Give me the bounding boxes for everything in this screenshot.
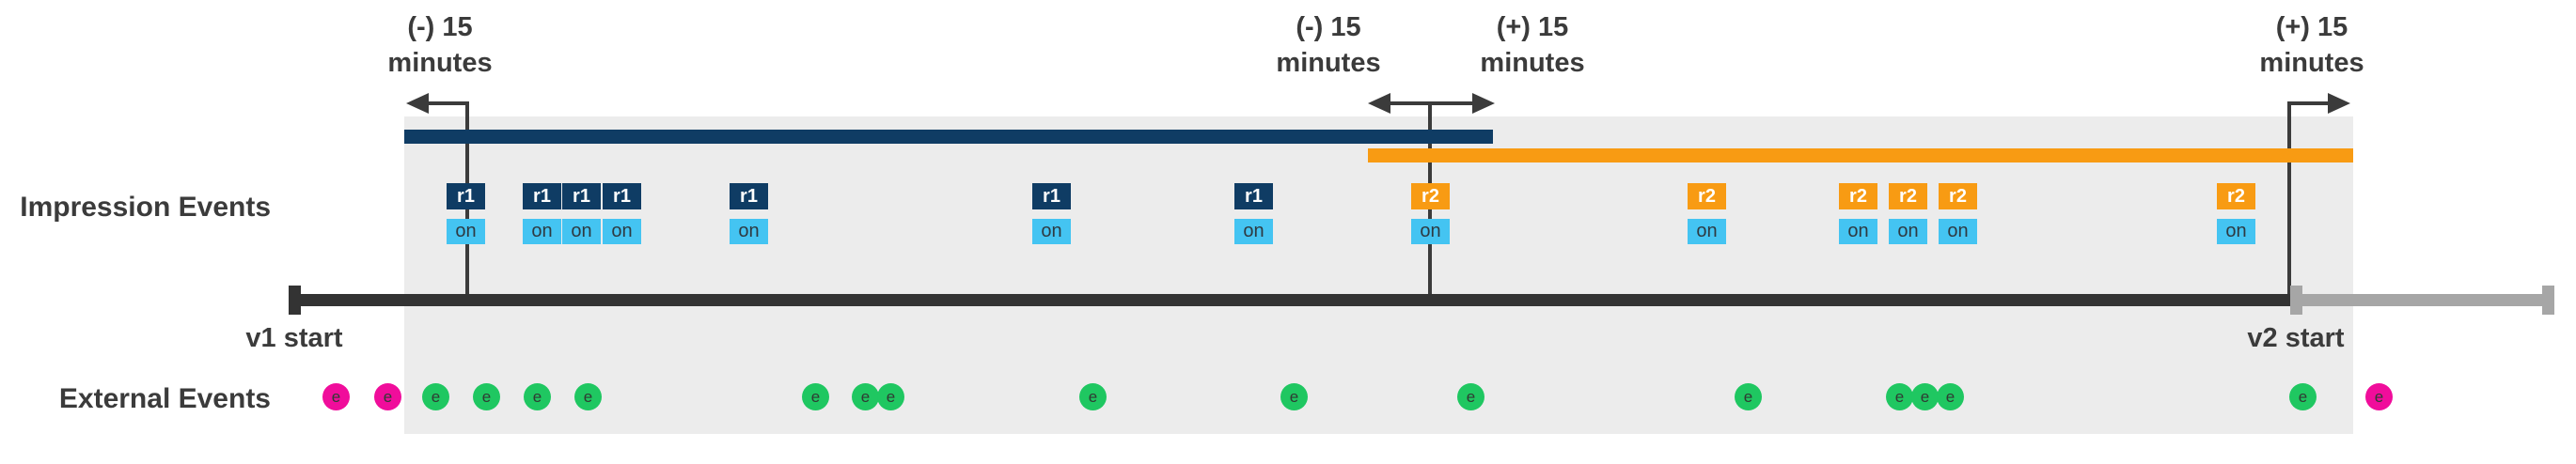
impression-on-box: on [2217,219,2255,244]
impression-on-box: on [1234,219,1273,244]
annotation-line: minutes [2259,48,2364,78]
impression-r1-box: r1 [603,183,641,209]
impression-on-box: on [1032,219,1071,244]
impression-r2-box: r2 [1889,183,1927,209]
impression-r1-box: r1 [730,183,768,209]
external-event-dot-green: e [1735,383,1762,410]
arrow-line [2287,101,2330,301]
annotation-line: minutes [1480,48,1585,78]
impression-r1-box: r1 [1234,183,1273,209]
v1-timeline-segment [289,294,2290,306]
arrowhead-icon [406,93,429,114]
annotation-plus15-mid: (+) 15 minutes [1410,9,1655,81]
external-events-row-label: External Events [58,383,271,414]
v1-start-label: v1 start [245,323,343,353]
external-event-dot-green: e [877,383,904,410]
external-event-dot-green: e [1280,383,1308,410]
r2-active-bar [1368,148,2353,162]
external-event-dot-green: e [524,383,551,410]
impression-on-box: on [562,219,601,244]
annotation-line: (+) 15 [2275,12,2348,42]
external-event-dot-green: e [1079,383,1107,410]
annotation-minus15-mid: (-) 15 minutes [1206,9,1451,81]
annotation-plus15-right: (+) 15 minutes [2190,9,2434,81]
external-event-dot-green: e [1937,383,1964,410]
annotation-line: (-) 15 [407,12,473,42]
impression-on-box: on [1688,219,1726,244]
impression-r2-box: r2 [1411,183,1450,209]
impression-r1-box: r1 [447,183,485,209]
external-event-dot-pink: e [374,383,401,410]
impression-r1-box: r1 [523,183,561,209]
impression-on-box: on [447,219,485,244]
impression-on-box: on [1889,219,1927,244]
external-event-dot-green: e [574,383,602,410]
impression-on-box: on [523,219,561,244]
impression-on-box: on [1839,219,1877,244]
impression-r2-box: r2 [1839,183,1877,209]
impression-r2-box: r2 [1939,183,1977,209]
annotation-line: (+) 15 [1496,12,1569,42]
external-event-dot-green: e [802,383,829,410]
timeline-end-cap [2542,286,2554,315]
impression-on-box: on [1411,219,1450,244]
v2-start-cap [2290,286,2302,315]
impression-on-box: on [730,219,768,244]
external-event-dot-pink: e [2365,383,2393,410]
r1-active-bar [404,130,1493,144]
external-event-dot-green: e [2289,383,2317,410]
annotation-line: minutes [1276,48,1381,78]
impression-r2-box: r2 [2217,183,2255,209]
external-event-dot-pink: e [322,383,350,410]
external-event-dot-green: e [1886,383,1913,410]
external-event-dot-green: e [1911,383,1939,410]
external-event-dot-green: e [422,383,449,410]
external-event-dot-green: e [1457,383,1484,410]
annotation-line: minutes [387,48,493,78]
impression-events-row-label: Impression Events [20,192,271,223]
impression-r1-box: r1 [1032,183,1071,209]
impression-on-box: on [603,219,641,244]
annotation-line: (-) 15 [1296,12,1361,42]
v2-start-label: v2 start [2247,323,2345,353]
arrowhead-icon [2328,93,2350,114]
external-event-dot-green: e [852,383,879,410]
v2-timeline-segment [2290,294,2554,306]
annotation-minus15-left: (-) 15 minutes [318,9,562,81]
impression-r1-box: r1 [562,183,601,209]
impression-on-box: on [1939,219,1977,244]
external-event-dot-green: e [473,383,500,410]
analysis-window-panel [404,116,2353,434]
arrowhead-icon [1368,93,1390,114]
arrowhead-icon [1472,93,1495,114]
v1-start-cap [289,286,301,315]
impression-r2-box: r2 [1688,183,1726,209]
